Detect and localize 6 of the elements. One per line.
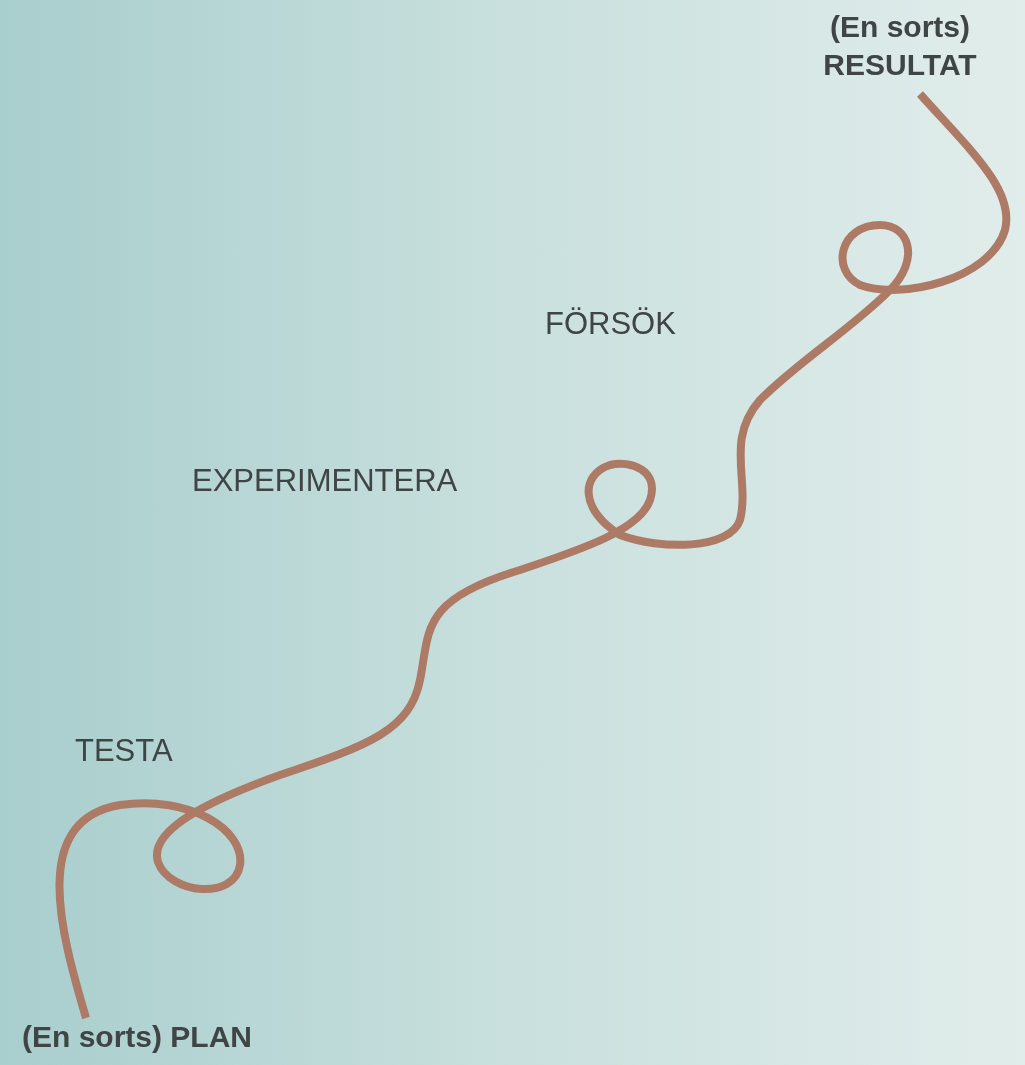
step-label: EXPERIMENTERA [192,463,458,499]
step-label: FÖRSÖK [545,306,676,342]
wavy-line [55,91,1010,1020]
stage-label: (En sorts) RESULTAT [800,8,1000,84]
step-label: TESTA [75,733,173,769]
stage-label: (En sorts) PLAN [22,1018,342,1056]
